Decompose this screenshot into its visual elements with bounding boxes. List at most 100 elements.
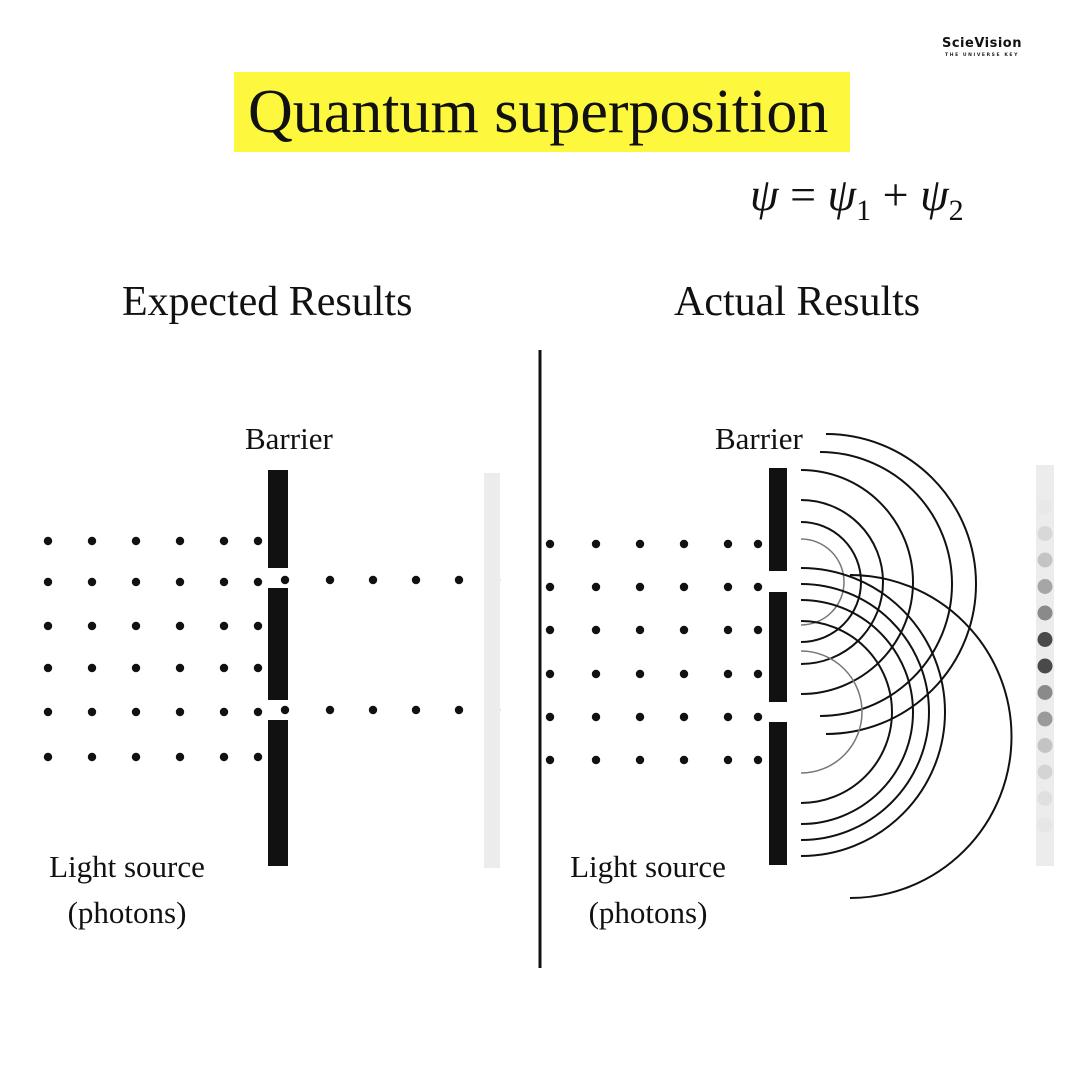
upper-slit-wavefront	[819, 451, 953, 717]
lower-slit-wavefront	[800, 650, 863, 774]
photon-dot	[87, 577, 97, 587]
expected-results-heading: Expected Results	[122, 279, 413, 325]
photon-dot	[253, 577, 263, 587]
expected-detection-screen	[484, 473, 500, 868]
interference-fringe	[1037, 764, 1053, 780]
photon-dot	[280, 705, 290, 715]
photon-dot	[591, 755, 601, 765]
photon-dot	[87, 536, 97, 546]
photon-dot	[253, 536, 263, 546]
actual-light-source-caption: Light source (photons)	[555, 844, 741, 936]
interference-fringe	[1037, 499, 1053, 515]
expected-barrier-bottom	[268, 720, 288, 866]
photon-dot	[591, 712, 601, 722]
photon-dot	[679, 582, 689, 592]
photon-dot	[253, 707, 263, 717]
interference-fringe	[1037, 526, 1053, 541]
photon-dot	[43, 663, 53, 673]
expected-transmitted-photons	[280, 575, 501, 715]
expected-barrier-middle	[268, 588, 288, 700]
photon-dot	[679, 539, 689, 549]
expected-photon-source	[43, 536, 263, 762]
photon-dot	[591, 582, 601, 592]
photon-dot	[591, 539, 601, 549]
expected-source-line-1: Light source	[49, 849, 205, 884]
brand-logo: ScieVision THE UNIVERSE KEY	[922, 36, 1042, 58]
photon-dot	[280, 575, 290, 585]
upper-slit-wavefront	[800, 538, 845, 626]
equation-equals: =	[790, 169, 817, 220]
photon-dot	[219, 752, 229, 762]
upper-slit-wavefront	[800, 499, 884, 665]
photon-dot	[325, 705, 335, 715]
photon-dot	[175, 707, 185, 717]
actual-barrier-middle	[769, 592, 787, 702]
photon-dot	[635, 625, 645, 635]
interference-fringe	[1037, 711, 1053, 727]
interference-fringe	[1037, 685, 1053, 700]
photon-dot	[87, 663, 97, 673]
photon-dot	[219, 536, 229, 546]
actual-barrier-top	[769, 468, 787, 571]
expected-barrier-label: Barrier	[245, 421, 333, 456]
photon-dot	[679, 712, 689, 722]
brand-tagline: THE UNIVERSE KEY	[945, 53, 1019, 58]
interference-fringe	[1037, 579, 1053, 594]
photon-dot	[545, 539, 555, 549]
photon-dot	[723, 755, 733, 765]
photon-dot	[43, 752, 53, 762]
photon-dot	[635, 669, 645, 679]
actual-source-line-1: Light source	[570, 849, 726, 884]
actual-barrier-bottom	[769, 722, 787, 865]
photon-dot	[454, 705, 464, 715]
photon-dot	[454, 575, 464, 585]
title-highlight	[234, 72, 850, 152]
interference-fringe	[1037, 738, 1053, 753]
expected-light-source-caption: Light source (photons)	[34, 844, 220, 936]
photon-dot	[175, 536, 185, 546]
photon-dot	[219, 621, 229, 631]
photon-dot	[411, 705, 421, 715]
photon-dot	[131, 621, 141, 631]
photon-dot	[753, 582, 763, 592]
photon-dot	[175, 621, 185, 631]
photon-dot	[545, 582, 555, 592]
photon-dot	[753, 539, 763, 549]
lower-slit-wavefront	[800, 620, 893, 804]
photon-dot	[253, 752, 263, 762]
actual-photon-source	[545, 539, 763, 765]
photon-dot	[87, 621, 97, 631]
photon-dot	[175, 577, 185, 587]
photon-dot	[131, 707, 141, 717]
superposition-equation: ψ = ψ1 + ψ2	[750, 168, 964, 228]
equation-subscript-2: 2	[948, 194, 964, 228]
brand-name: ScieVision	[941, 36, 1022, 51]
photon-dot	[545, 669, 555, 679]
photon-dot	[591, 669, 601, 679]
photon-dot	[679, 669, 689, 679]
photon-dot	[253, 621, 263, 631]
photon-dot	[219, 663, 229, 673]
interference-pattern	[1037, 499, 1053, 833]
equation-subscript-1: 1	[856, 194, 872, 228]
photon-dot	[43, 536, 53, 546]
photon-dot	[131, 577, 141, 587]
actual-source-line-2: (photons)	[588, 895, 708, 930]
photon-dot	[545, 625, 555, 635]
interference-fringe	[1037, 632, 1053, 647]
photon-dot	[87, 752, 97, 762]
equation-plus: +	[882, 169, 909, 220]
actual-results-heading: Actual Results	[674, 279, 921, 325]
photon-dot	[679, 755, 689, 765]
photon-dot	[175, 752, 185, 762]
lower-slit-wavefront	[800, 567, 946, 857]
photon-dot	[219, 707, 229, 717]
photon-dot	[131, 752, 141, 762]
actual-wavefronts	[800, 433, 1013, 899]
lower-slit-wavefront	[800, 583, 930, 841]
photon-dot	[253, 663, 263, 673]
photon-dot	[87, 707, 97, 717]
expected-source-line-2: (photons)	[67, 895, 187, 930]
equation-psi: ψ	[750, 169, 779, 220]
